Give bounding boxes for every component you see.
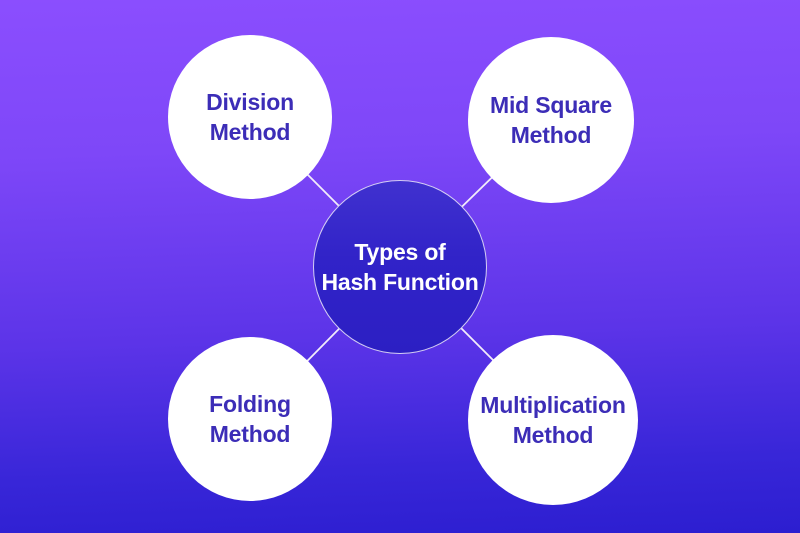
node-folding-method-label-line1: Folding [209,391,291,417]
node-division-method-label-line1: Division [206,89,294,115]
center-node-label-line2: Hash Function [321,269,479,295]
node-multiplication-method: Multiplication Method [468,335,638,505]
node-division-method-label-line2: Method [209,119,291,145]
node-folding-method-label-line2: Method [209,421,291,447]
node-division-method: Division Method [168,35,332,199]
node-folding-method: Folding Method [168,337,332,501]
node-mid-square-method-label-line1: Mid Square [490,92,612,118]
node-multiplication-method-label-line2: Method [512,422,594,448]
node-mid-square-method-label-line2: Method [510,122,592,148]
node-types-of-hash-function: Types of Hash Function [313,180,487,354]
node-mid-square-method: Mid Square Method [468,37,634,203]
node-multiplication-method-label-line1: Multiplication [480,392,626,418]
center-node-label-line1: Types of [354,239,446,265]
